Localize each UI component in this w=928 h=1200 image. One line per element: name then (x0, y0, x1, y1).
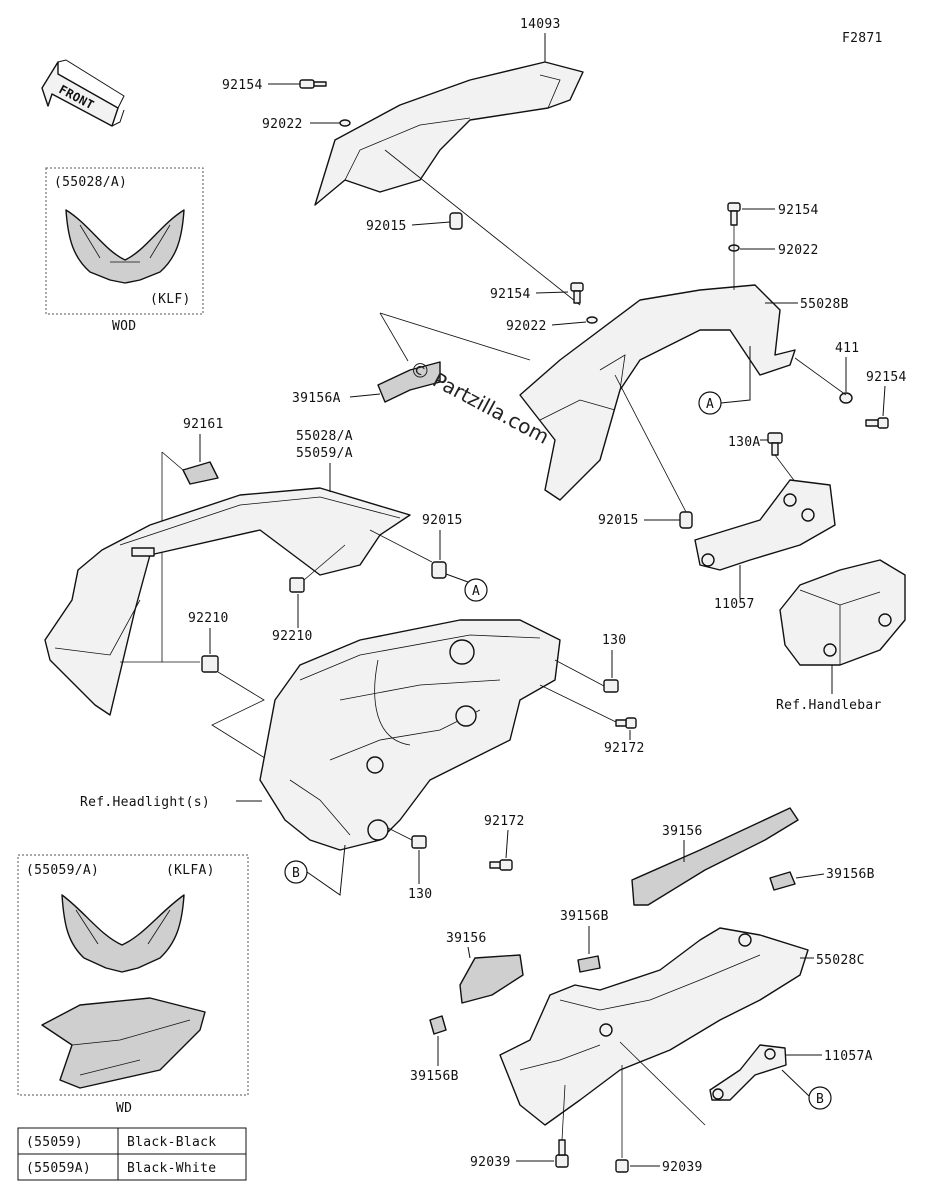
label-55059A: 55059/A (296, 446, 353, 461)
part-39156-long-pad (631, 807, 799, 906)
part-39156B-left-pad (429, 1015, 447, 1035)
inset-wd-part: (55059/A) (26, 863, 99, 878)
color-table: (55059) Black-Black (55059A) Black-White (17, 1127, 247, 1181)
callout-b-right (808, 1086, 832, 1110)
label-11057A: 11057A (824, 1049, 873, 1064)
part-39156-left-pad (459, 954, 524, 1004)
bolt-130A-icon (767, 432, 783, 456)
callout-b-left-label: B (292, 866, 300, 881)
part-11057A-bracket (709, 1044, 787, 1101)
label-92015-right: 92015 (598, 513, 639, 528)
inset-wod-caption: WOD (112, 319, 136, 334)
bolt-92039-left-icon (555, 1139, 569, 1168)
inset-wod-variant: (KLF) (150, 292, 191, 307)
inset-wd-caption: WD (116, 1101, 132, 1116)
inset-wd-variant: (KLFA) (166, 863, 215, 878)
label-39156: 39156 (662, 824, 703, 839)
label-92039-right: 92039 (662, 1160, 703, 1175)
bolt-130-upper-icon (603, 679, 619, 693)
part-55028A-cowl (44, 487, 411, 716)
label-39156A: 39156A (292, 391, 341, 406)
part-39156A-pad (377, 361, 441, 403)
label-ref-headlight: Ref.Headlight(s) (80, 795, 210, 810)
bolt-92154-mid-icon (570, 282, 584, 304)
part-39156B-right-pad (769, 871, 796, 891)
front-arrow-icon: FRONT (41, 59, 125, 127)
part-11057-bracket (694, 479, 836, 571)
label-92015-top: 92015 (366, 219, 407, 234)
label-92154-r2: 92154 (866, 370, 907, 385)
label-55028C: 55028C (816, 953, 865, 968)
label-92022-r1: 92022 (778, 243, 819, 258)
label-92172-upper: 92172 (604, 741, 645, 756)
callout-b-right-label: B (816, 1092, 824, 1107)
label-92022-mid: 92022 (506, 319, 547, 334)
callout-a-lower-label: A (472, 584, 480, 599)
label-92154-r1: 92154 (778, 203, 819, 218)
washer-92022-top-icon (339, 119, 351, 127)
grommet-92015-top-icon (449, 212, 463, 230)
label-92039-left: 92039 (470, 1155, 511, 1170)
label-411: 411 (835, 341, 859, 356)
bolt-92172-lower-icon (489, 859, 513, 871)
label-39156B-left: 39156B (410, 1069, 459, 1084)
label-92210-mid: 92210 (272, 629, 313, 644)
label-14093: 14093 (520, 17, 561, 32)
label-39156-left: 39156 (446, 931, 487, 946)
part-92161-pad (182, 461, 219, 485)
color-table-color-0: Black-Black (127, 1135, 216, 1150)
bolt-92172-upper-icon (615, 717, 637, 729)
label-92172-lower: 92172 (484, 814, 525, 829)
part-55028C-lower-cowl (499, 927, 809, 1126)
nut-92210-left-icon (201, 655, 219, 673)
grommet-92015-mid-icon (431, 561, 447, 579)
ref-headlight-assembly (259, 619, 561, 851)
bolt-130-lower-icon (411, 835, 427, 849)
color-table-color-1: Black-White (127, 1161, 216, 1176)
color-table-code-1: (55059A) (26, 1161, 91, 1176)
label-92015-mid: 92015 (422, 513, 463, 528)
part-14093-cover (314, 61, 584, 206)
label-92161: 92161 (183, 417, 224, 432)
label-ref-handlebar: Ref.Handlebar (776, 698, 882, 713)
washer-411-icon (839, 392, 853, 404)
label-92022-top: 92022 (262, 117, 303, 132)
label-130-upper: 130 (602, 633, 626, 648)
label-92210-left: 92210 (188, 611, 229, 626)
inset-wd: (55059/A) (KLFA) WD (17, 854, 249, 1116)
figure-code: F2871 (842, 31, 883, 46)
inset-wod: (55028/A) (KLF) WOD (45, 167, 204, 334)
label-39156B-mid: 39156B (560, 909, 609, 924)
label-55028A: 55028/A (296, 429, 353, 444)
label-39156B-right: 39156B (826, 867, 875, 882)
color-table-code-0: (55059) (26, 1135, 83, 1150)
callout-a-upper-label: A (706, 397, 714, 412)
label-130A: 130A (728, 435, 761, 450)
bolt-92154-r1-icon (727, 202, 741, 226)
part-55028B-bracket (519, 284, 796, 501)
callout-a-lower (464, 578, 488, 602)
label-130-lower: 130 (408, 887, 432, 902)
bolt-92154-r2-icon (865, 417, 889, 429)
label-92154-top: 92154 (222, 78, 263, 93)
nut-92210-mid-icon (289, 577, 305, 593)
label-11057: 11057 (714, 597, 755, 612)
label-55028B: 55028B (800, 297, 849, 312)
part-39156B-mid-pad (577, 955, 601, 973)
washer-92022-mid-icon (586, 316, 598, 324)
ref-handlebar-clamp (779, 559, 906, 666)
label-92154-mid: 92154 (490, 287, 531, 302)
grommet-92015-right-icon (679, 511, 693, 529)
bolt-92039-right-icon (615, 1159, 629, 1173)
bolt-92154-top-icon (299, 79, 327, 89)
inset-wod-part: (55028/A) (54, 175, 127, 190)
